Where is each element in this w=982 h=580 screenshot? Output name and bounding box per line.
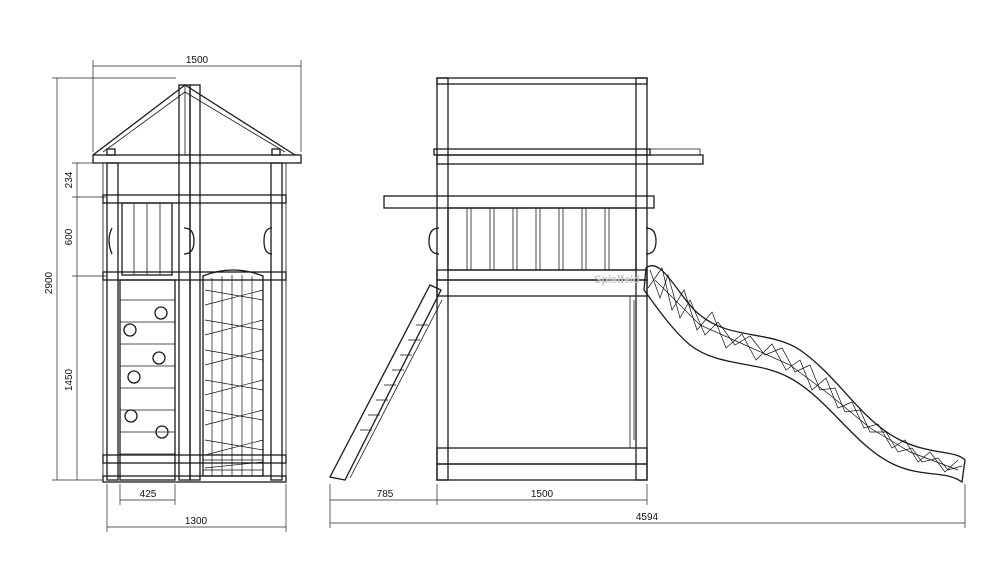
dim-ramp-length: 785 — [377, 489, 394, 500]
front-mesh-tube — [202, 269, 264, 477]
side-dimensions: 785 1500 4594 — [329, 484, 966, 528]
dim-rail-height: 600 — [64, 228, 75, 245]
dim-platform-height: 1450 — [64, 368, 75, 391]
watermark-text: Spielfeld — [594, 274, 640, 286]
dim-overall-width: 1500 — [186, 55, 209, 66]
side-rail — [383, 195, 655, 297]
side-handles — [428, 227, 657, 255]
side-view: Spielfeld — [329, 77, 966, 484]
dim-overall-height: 2900 — [44, 271, 55, 294]
side-roof — [433, 77, 704, 481]
dim-total-length: 4594 — [636, 512, 659, 523]
side-lower-frame — [436, 296, 648, 481]
front-view — [92, 84, 302, 483]
dim-climbing-wall-width: 425 — [140, 489, 157, 500]
front-dimensions: 1500 2900 234 600 1450 425 1300 — [44, 55, 302, 532]
dim-base-width: 1300 — [185, 516, 208, 527]
front-climbing-wall — [102, 279, 287, 481]
side-ramp — [329, 284, 443, 481]
dim-roof-gap: 234 — [64, 171, 75, 188]
dim-tower-width: 1500 — [531, 489, 554, 500]
front-roof — [92, 84, 302, 164]
front-top-rail — [102, 194, 287, 281]
front-posts — [102, 84, 287, 481]
front-base — [102, 475, 287, 483]
side-tube-slide — [643, 265, 966, 484]
front-handles — [108, 227, 273, 255]
